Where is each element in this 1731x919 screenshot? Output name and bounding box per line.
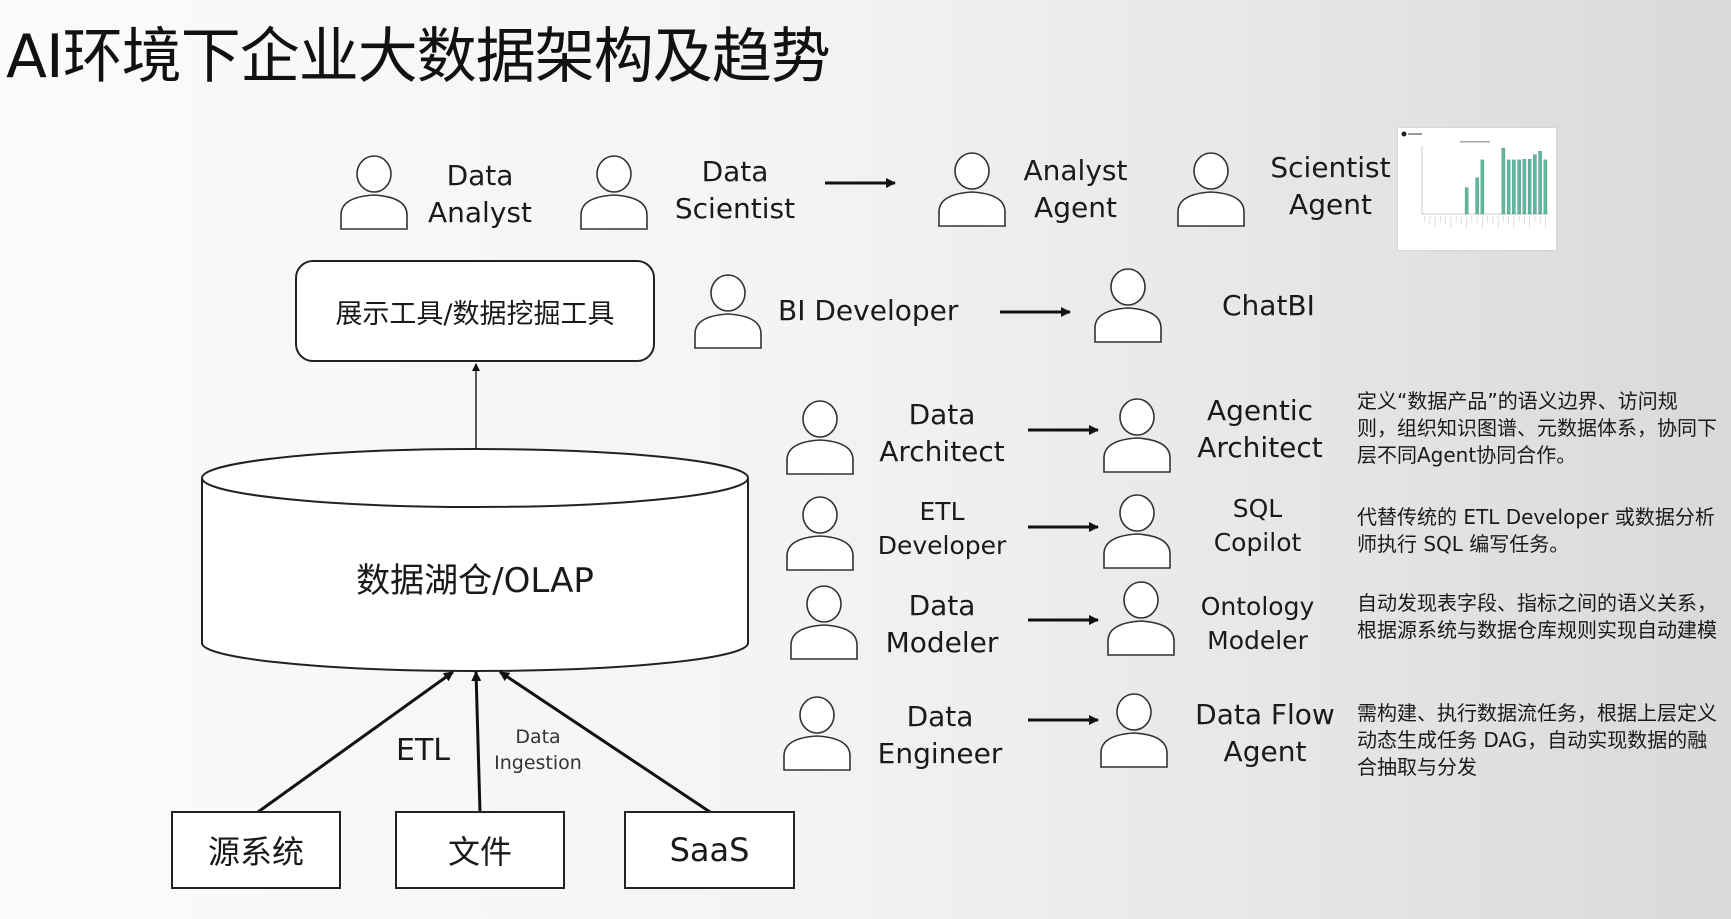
role-line2: Architect [879,435,1005,468]
description-data-flow-agent: 需构建、执行数据流任务，根据上层定义动态生成任务 DAG，自动实现数据的融合抽取… [1357,701,1717,779]
agent-line1: Analyst [1023,154,1128,187]
agent-sql-copilot: SQL Copilot [1190,492,1325,560]
source-box-saas: SaaS [624,811,795,889]
presentation-mining-tools-box: 展示工具/数据挖掘工具 [295,260,655,362]
role-line2: Engineer [877,737,1003,770]
agent-line1: SQL [1232,494,1283,523]
description-sql-copilot: 代替传统的 ETL Developer 或数据分析师执行 SQL 编写任务。 [1357,505,1715,556]
agent-line2: Architect [1197,431,1323,464]
arrow-source-system [257,670,454,814]
role-data-modeler: Data Modeler [872,587,1012,661]
agent-line2: Agent [1289,188,1372,221]
role-line2: Developer [877,531,1007,560]
role-line1: Data [701,155,769,188]
agent-analyst-agent: Analyst Agent [1018,152,1133,226]
person-icon [1098,693,1170,769]
thumb-bar [1522,159,1527,215]
thumb-bar [1464,187,1469,215]
person-icon [578,155,650,231]
person-icon [1175,152,1247,228]
agent-line1: Agentic [1206,394,1314,427]
role-line2: Analyst [428,196,532,229]
thumb-bar [1501,147,1506,215]
agent-line2: Copilot [1213,528,1302,557]
person-icon [1101,398,1173,474]
source-box-source-system: 源系统 [171,811,341,889]
thumb-bar [1475,177,1479,215]
person-icon [788,585,860,661]
agent-line2: Agent [1034,191,1117,224]
role-data-scientist: Data Scientist [670,153,800,227]
agent-line1: Scientist [1270,151,1391,184]
role-data-engineer: Data Engineer [870,698,1010,772]
thumb-bar [1533,154,1537,215]
thumb-bar [1512,159,1516,215]
page-title: AI环境下企业大数据架构及趋势 [6,22,831,92]
person-icon [1105,581,1177,657]
source-box-files: 文件 [395,811,565,889]
person-icon [784,400,856,476]
bar-chart-thumbnail [1398,128,1556,250]
arrow-saas [499,670,711,814]
description-ontology-modeler: 自动发现表字段、指标之间的语义关系，根据源系统与数据仓库规则实现自动建模 [1357,591,1717,642]
description-agentic-architect: 定义“数据产品”的语义边界、访问规则，组织知识图谱、元数据体系，协同下层不同Ag… [1357,389,1717,467]
thumb-bar [1517,159,1521,215]
agent-line2: Modeler [1207,626,1308,655]
warehouse-cylinder [201,448,749,672]
thumb-bar [1480,159,1485,215]
data-ingestion-line1: Data [515,726,561,748]
person-icon [936,152,1008,228]
person-icon [1092,268,1164,344]
thumb-bar [1506,159,1511,215]
thumb-title [1460,141,1490,143]
data-ingestion-line2: Ingestion [494,752,582,774]
role-data-analyst: Data Analyst [420,157,540,231]
person-icon [338,155,410,231]
person-icon [781,696,853,772]
person-icon [1101,494,1173,570]
etl-label: ETL [396,733,450,768]
role-line1: Data [906,700,974,733]
agent-scientist-agent: Scientist Agent [1268,149,1393,223]
agent-line2: Agent [1223,735,1307,768]
agent-line1: Ontology [1200,592,1315,621]
thumb-bar [1538,151,1542,215]
agent-data-flow-agent: Data Flow Agent [1190,696,1340,770]
agent-chatbi: ChatBI [1222,289,1315,322]
role-etl-developer: ETL Developer [872,495,1012,563]
bar-chart-thumbnail-icon [1401,131,1548,228]
role-line1: Data [446,159,514,192]
role-line1: ETL [919,497,965,526]
role-line1: Data [908,398,976,431]
arrow-files [471,671,482,813]
role-bi-developer: BI Developer [778,294,959,327]
role-data-architect: Data Architect [872,396,1012,470]
agent-line1: Data Flow [1195,698,1335,731]
legend-text [1408,133,1422,135]
thumb-bar [1527,159,1532,215]
data-ingestion-label: Data Ingestion [490,724,586,776]
legend-marker [1401,131,1407,137]
person-icon [784,496,856,572]
agent-ontology-modeler: Ontology Modeler [1190,590,1325,658]
role-line1: Data [908,589,976,622]
thumb-bar [1543,159,1548,215]
person-icon [692,274,764,350]
warehouse-label: 数据湖仓/OLAP [356,561,594,601]
role-line2: Scientist [674,192,796,225]
agent-agentic-architect: Agentic Architect [1190,392,1330,466]
role-line2: Modeler [885,626,999,659]
